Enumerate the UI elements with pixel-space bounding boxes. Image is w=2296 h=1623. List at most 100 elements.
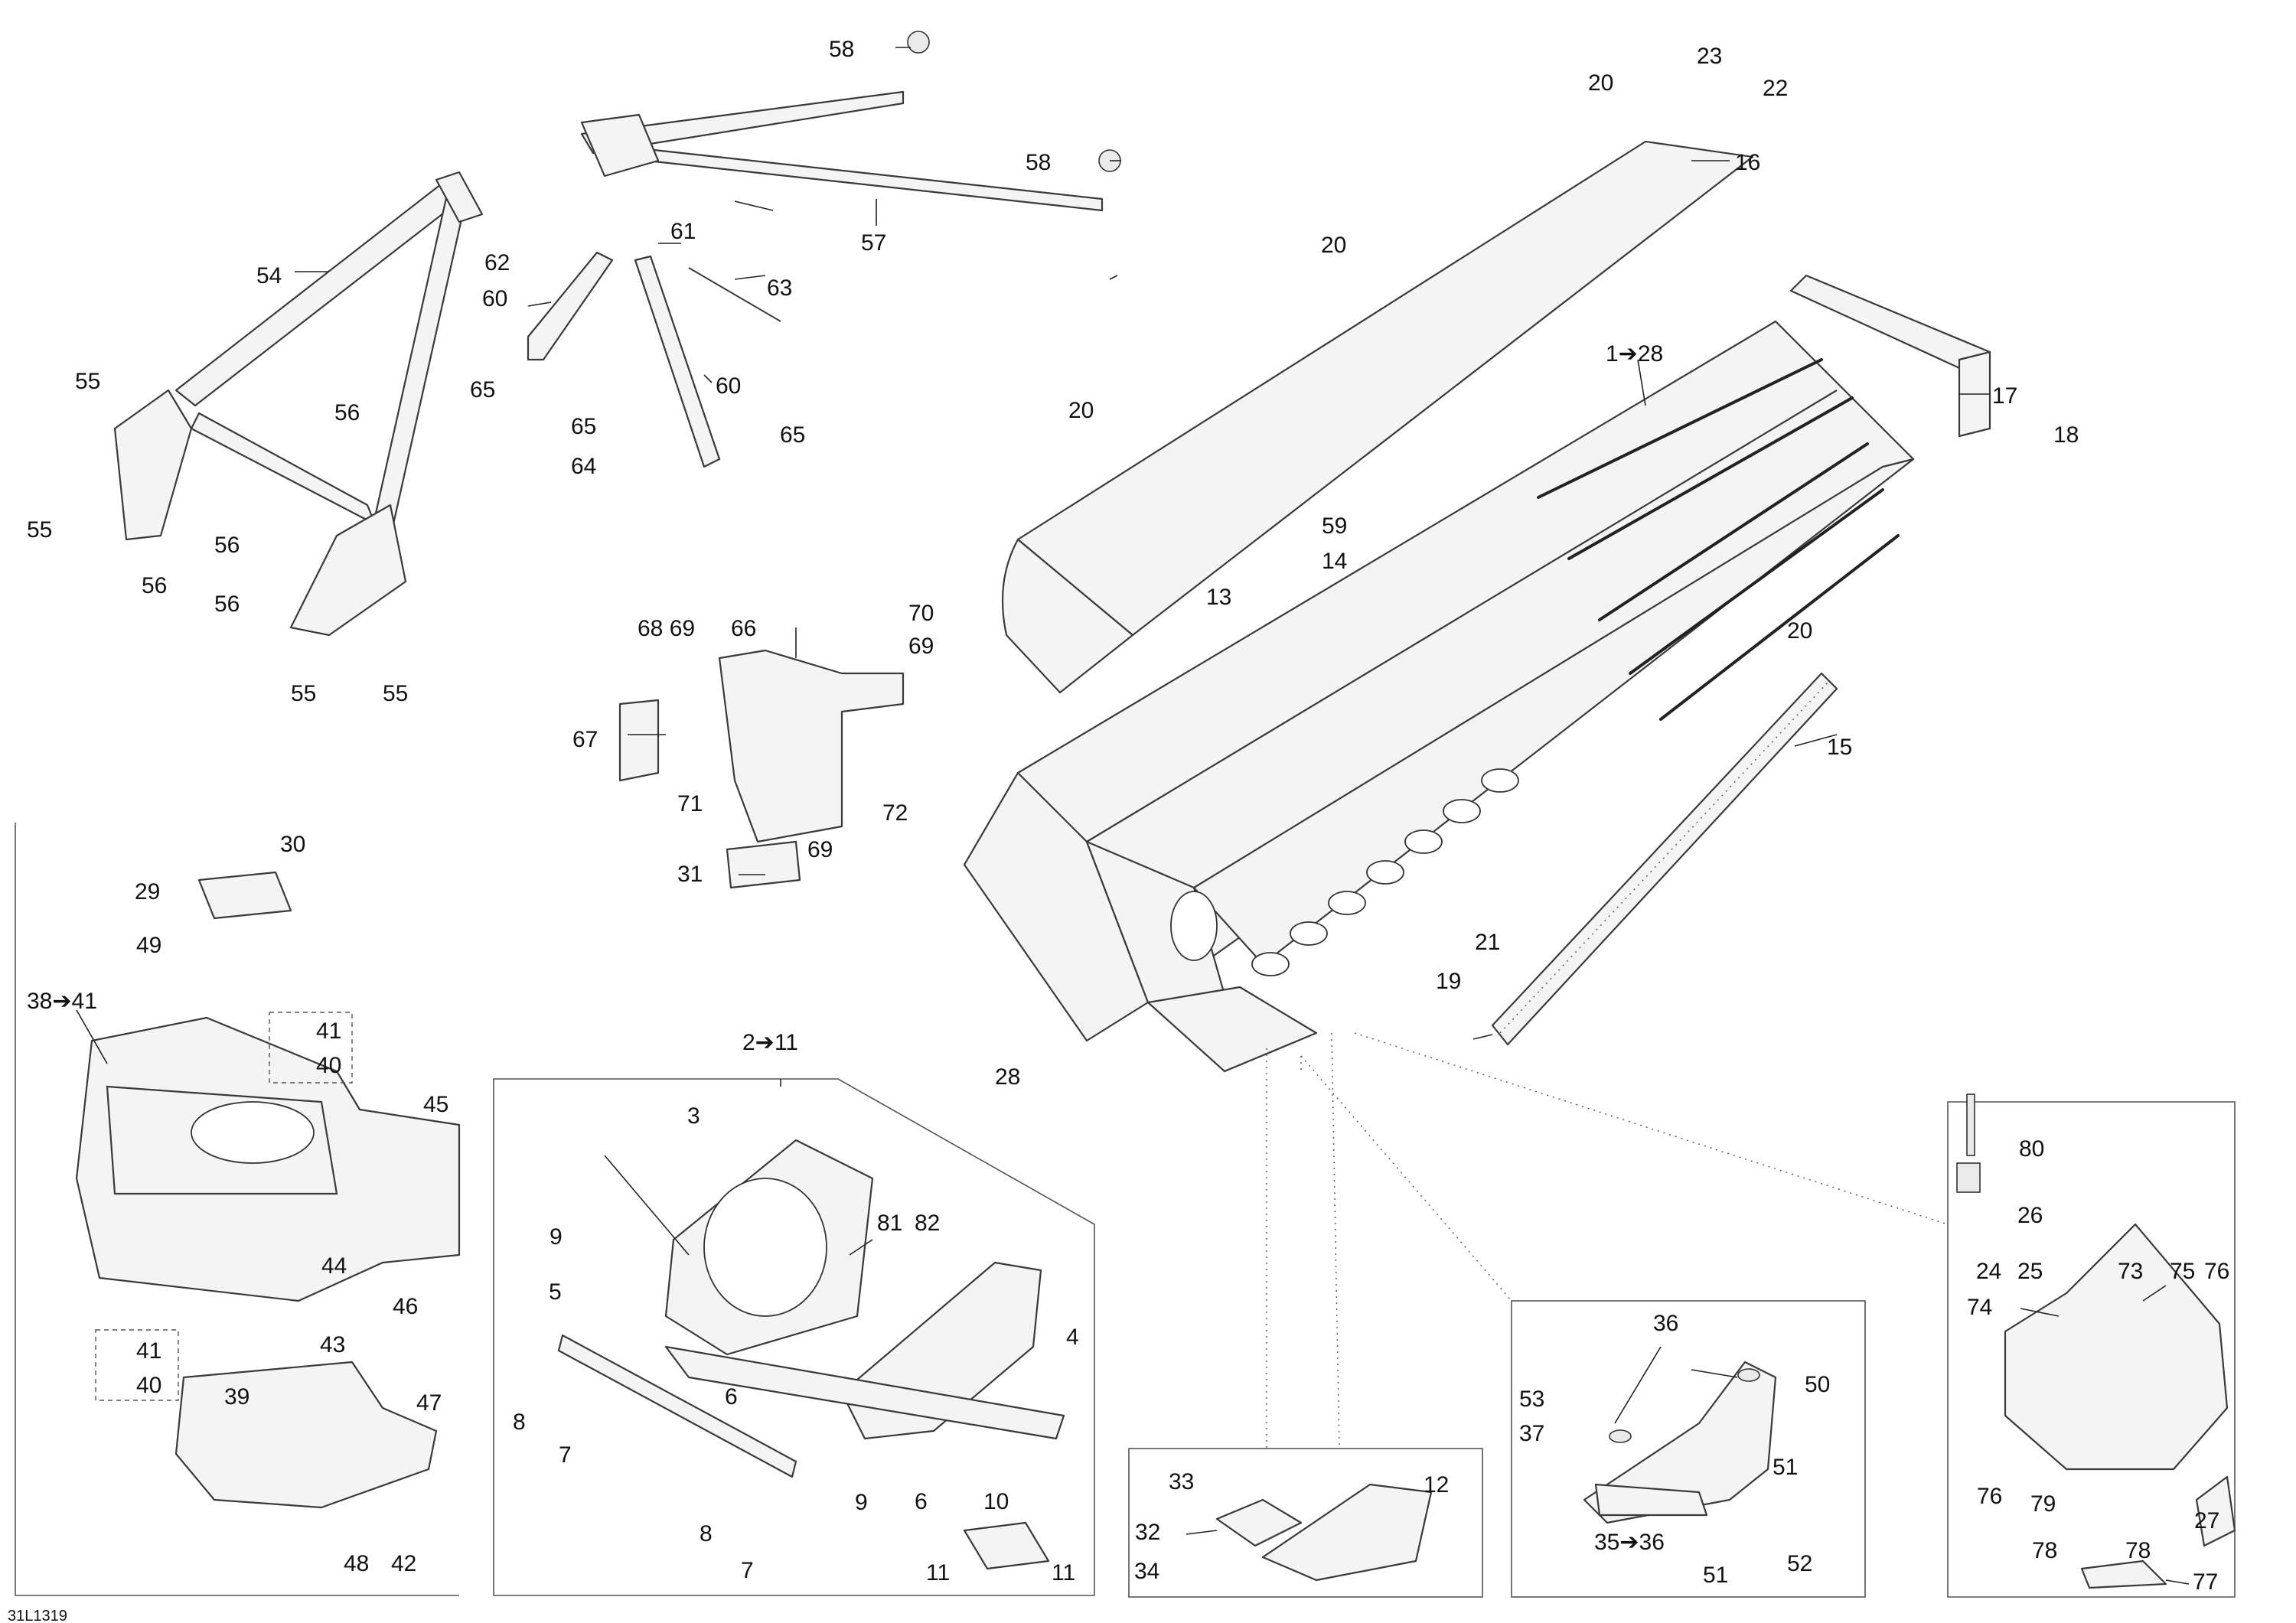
callout-55d: 55 (383, 681, 408, 706)
callout-61: 61 (670, 219, 696, 244)
callout-6b: 6 (915, 1489, 928, 1514)
bracket-set-60 (527, 251, 781, 468)
callout-21: 21 (1475, 930, 1500, 955)
callout-19: 19 (1436, 969, 1461, 994)
callout-22: 22 (1763, 76, 1788, 101)
callout-34: 34 (1134, 1559, 1159, 1584)
callout-65c: 65 (780, 422, 805, 448)
callout-56a: 56 (334, 400, 360, 425)
callout-62: 62 (484, 250, 510, 275)
callout-39: 39 (224, 1384, 249, 1410)
callout-8b: 8 (700, 1521, 713, 1546)
callout-54: 54 (256, 263, 282, 288)
callout-7: 7 (559, 1442, 572, 1468)
callout-66: 66 (731, 616, 756, 641)
callout-20c: 20 (1068, 398, 1094, 423)
callout-63: 63 (767, 275, 792, 301)
callout-55b: 55 (27, 517, 52, 543)
rear-arm-assembly (113, 171, 484, 637)
callout-70: 70 (908, 601, 934, 626)
callout-69b: 69 (807, 837, 833, 862)
callout-56c: 56 (142, 573, 167, 598)
callout-2-11: 2➔11 (742, 1030, 798, 1055)
callout-6: 6 (725, 1384, 738, 1410)
callout-38-41: 38➔41 (27, 989, 97, 1014)
skid-plate-box (1128, 1448, 1483, 1598)
callout-64: 64 (571, 454, 596, 479)
callout-8: 8 (513, 1410, 526, 1435)
callout-69a: 69 (908, 634, 934, 659)
callout-81: 81 (877, 1211, 902, 1236)
callout-42: 42 (391, 1551, 416, 1576)
callout-24: 24 (1976, 1259, 2001, 1284)
callout-47: 47 (416, 1390, 442, 1416)
callout-50: 50 (1805, 1372, 1830, 1397)
callout-60a: 60 (482, 286, 507, 311)
callout-45: 45 (423, 1092, 448, 1117)
upper-column (580, 31, 1121, 212)
callout-41b: 41 (136, 1338, 161, 1364)
callout-31: 31 (677, 862, 703, 887)
callout-56b: 56 (214, 533, 240, 558)
callout-7b: 7 (741, 1558, 754, 1583)
callout-75: 75 (2170, 1259, 2195, 1284)
callout-74: 74 (1967, 1295, 1992, 1320)
callout-32: 32 (1135, 1520, 1160, 1545)
callout-68-69: 68 69 (638, 616, 695, 641)
callout-40a: 40 (316, 1053, 341, 1078)
callout-80: 80 (2019, 1136, 2044, 1162)
callout-65a: 65 (470, 377, 495, 402)
callout-44: 44 (321, 1253, 347, 1279)
callout-40b: 40 (136, 1373, 161, 1398)
callout-82: 82 (915, 1211, 940, 1236)
callout-20b: 20 (1321, 233, 1346, 258)
callout-77: 77 (2193, 1569, 2218, 1595)
callout-27: 27 (2194, 1508, 2219, 1533)
callout-3: 3 (687, 1103, 700, 1129)
callout-57: 57 (861, 230, 886, 256)
callout-46: 46 (393, 1294, 418, 1319)
callout-15: 15 (1827, 735, 1852, 760)
leader-lines (76, 47, 2190, 1585)
callout-58a: 58 (829, 37, 854, 62)
callout-28: 28 (995, 1064, 1020, 1090)
callout-18: 18 (2053, 422, 2079, 448)
callout-52: 52 (1787, 1551, 1812, 1576)
callout-56d: 56 (214, 592, 240, 617)
callout-13: 13 (1206, 585, 1231, 610)
callout-79: 79 (2030, 1491, 2056, 1517)
callout-37: 37 (1519, 1421, 1544, 1446)
callout-55c: 55 (291, 681, 316, 706)
callout-35-36: 35➔36 (1594, 1530, 1665, 1555)
callout-5: 5 (549, 1279, 562, 1305)
callout-12: 12 (1424, 1472, 1449, 1498)
callout-9: 9 (550, 1224, 563, 1250)
callout-20a: 20 (1588, 70, 1613, 96)
callout-9b: 9 (855, 1490, 868, 1515)
callout-48: 48 (344, 1551, 369, 1576)
left-box-frame (15, 823, 459, 1596)
callout-51a: 51 (1773, 1455, 1798, 1480)
callout-43: 43 (320, 1332, 345, 1357)
callout-55a: 55 (75, 369, 100, 394)
callout-26: 26 (2017, 1203, 2043, 1228)
callout-73: 73 (2118, 1259, 2143, 1284)
callout-53: 53 (1519, 1387, 1544, 1412)
callout-11b: 11 (1052, 1560, 1075, 1586)
callout-20d: 20 (1787, 618, 1812, 644)
diagram-id: 31L1319 (8, 1608, 67, 1623)
callout-36: 36 (1653, 1311, 1678, 1336)
callout-17: 17 (1992, 383, 2017, 409)
callout-72: 72 (882, 800, 908, 826)
callout-4: 4 (1066, 1325, 1079, 1350)
callout-16: 16 (1735, 150, 1760, 175)
callout-33: 33 (1169, 1469, 1194, 1494)
callout-10: 10 (983, 1489, 1009, 1514)
callout-1-28: 1➔28 (1606, 341, 1663, 367)
dotted-leaders (1266, 1032, 1949, 1449)
callout-49: 49 (136, 933, 161, 958)
bracket-29 (197, 871, 292, 920)
rear-bracket-box (1947, 1093, 2236, 1598)
callout-labels: 1➔28 2➔11 3 4 5 6 6 7 7 8 8 9 9 10 11 11… (8, 37, 2229, 1623)
